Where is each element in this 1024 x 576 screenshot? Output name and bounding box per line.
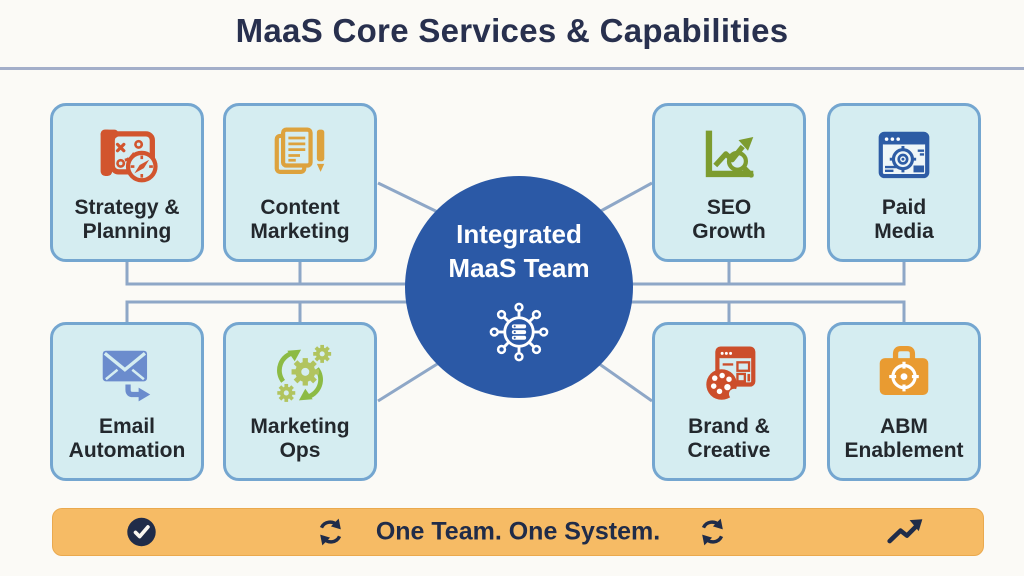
check-circle-icon (127, 517, 156, 547)
envelope-arrow-icon (102, 350, 151, 402)
title-divider (0, 67, 1024, 70)
palette-browser-icon (706, 346, 756, 400)
service-label: Email Automation (68, 415, 186, 463)
service-label: ABM Enablement (844, 415, 964, 463)
hub-network-icon (489, 302, 549, 362)
service-box-brand-creative: Brand & Creative (652, 322, 806, 481)
service-box-seo-growth: SEO Growth (652, 103, 806, 262)
trending-up-icon (887, 519, 923, 544)
service-box-content-marketing: Content Marketing (223, 103, 377, 262)
service-box-email-automation: Email Automation (50, 322, 204, 481)
center-hub: Integrated MaaS Team (405, 176, 633, 398)
banner-text: One Team. One System. (375, 517, 661, 546)
map-compass-icon (100, 129, 158, 183)
service-box-paid-media: Paid Media (827, 103, 981, 262)
service-label: Content Marketing (250, 196, 350, 244)
service-box-strategy-planning: Strategy & Planning (50, 103, 204, 262)
service-label: Strategy & Planning (74, 196, 180, 244)
service-label: Marketing Ops (250, 415, 350, 463)
service-box-marketing-ops: Marketing Ops (223, 322, 377, 481)
page-title: MaaS Core Services & Capabilities (235, 12, 789, 49)
sync-icon (701, 518, 724, 546)
service-label: SEO Growth (692, 196, 766, 244)
documents-pencil-icon (274, 127, 325, 174)
sync-icon (319, 518, 342, 546)
center-hub-label: Integrated MaaS Team (448, 219, 590, 283)
chart-magnifier-icon (705, 130, 754, 178)
gears-cycle-icon (277, 344, 332, 402)
briefcase-target-icon (879, 345, 929, 396)
service-label: Paid Media (874, 196, 934, 244)
service-label: Brand & Creative (687, 415, 771, 463)
footer-banner: One Team. One System. (52, 508, 984, 556)
browser-target-icon (878, 131, 930, 179)
service-box-abm-enablement: ABM Enablement (827, 322, 981, 481)
